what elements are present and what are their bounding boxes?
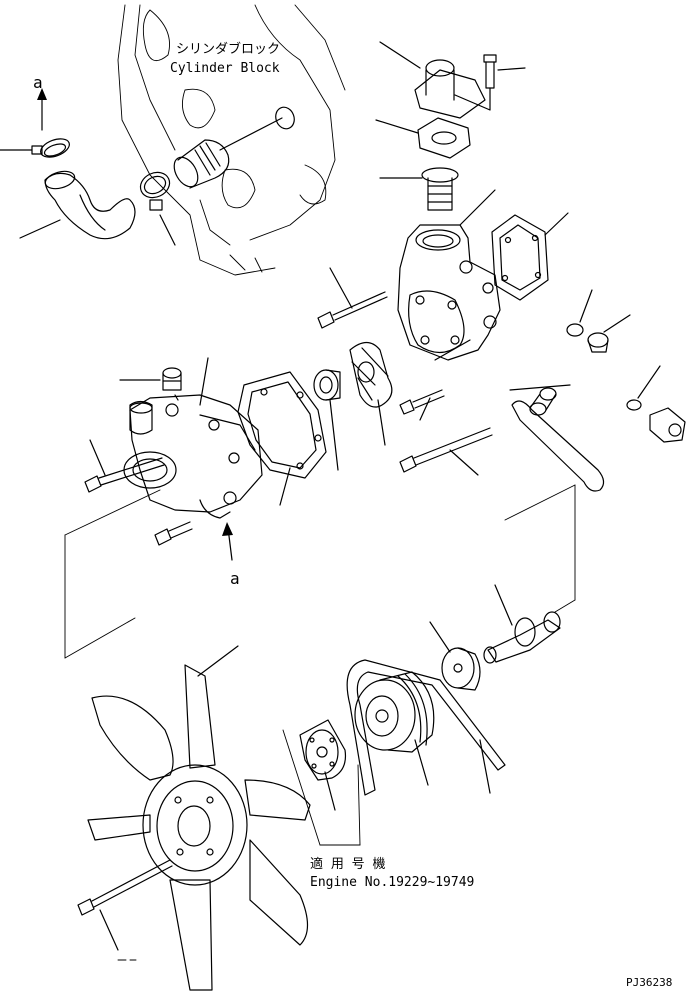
pump-gasket bbox=[237, 371, 327, 506]
o-ring-right bbox=[566, 289, 593, 337]
view-a-arrow-top bbox=[37, 88, 47, 131]
thermostat bbox=[379, 167, 459, 211]
hose-clamp-top bbox=[0, 138, 70, 158]
impeller bbox=[349, 341, 393, 446]
pump-bolt-lower bbox=[154, 521, 193, 546]
view-a-label-top: a bbox=[33, 73, 43, 92]
adjust-bracket bbox=[509, 384, 605, 492]
drawing-number: PJ36238 bbox=[626, 976, 672, 989]
cylinder-block-label-en: Cylinder Block bbox=[170, 61, 280, 76]
housing-bolt-top bbox=[317, 267, 388, 329]
bracket-spacer bbox=[529, 387, 557, 416]
fan-hub bbox=[429, 621, 481, 691]
thermostat-gasket bbox=[375, 117, 471, 159]
thermostat-cover bbox=[379, 41, 486, 119]
pump-seal bbox=[313, 369, 341, 471]
water-pipe bbox=[173, 117, 283, 189]
bracket-bolt bbox=[399, 389, 445, 421]
engine-note-bracket bbox=[282, 729, 361, 846]
group-bracket-right bbox=[504, 484, 576, 613]
view-a-arrow-bottom bbox=[222, 522, 233, 561]
pipe-o-ring bbox=[275, 106, 295, 130]
plug bbox=[587, 314, 631, 353]
view-a-label-bottom: a bbox=[230, 569, 240, 588]
pulley bbox=[354, 671, 435, 786]
fan-bolt bbox=[77, 859, 173, 951]
v-belt bbox=[346, 659, 506, 796]
long-bolt-lower bbox=[399, 427, 493, 476]
temperature-sensor bbox=[626, 365, 686, 443]
engine-number-range: Engine No.19229~19749 bbox=[310, 875, 474, 890]
group-bracket-left bbox=[64, 489, 161, 659]
thermostat-cover-bolt bbox=[454, 54, 526, 111]
pump-bolt-left bbox=[84, 439, 165, 493]
radiator-hose bbox=[19, 170, 136, 240]
pump-shaft bbox=[483, 584, 561, 664]
pump-plug bbox=[119, 367, 182, 391]
cooling-fan bbox=[87, 645, 311, 991]
cylinder-block-outline bbox=[117, 4, 346, 276]
housing-gasket bbox=[491, 212, 569, 301]
hose-clamp-block bbox=[139, 171, 176, 246]
water-pump-body bbox=[123, 357, 263, 519]
cylinder-block-label-jp: シリンダブロック bbox=[176, 41, 280, 57]
fan-spacer bbox=[299, 719, 347, 811]
thermostat-housing bbox=[397, 189, 501, 361]
applicable-engine-label: 適 用 号 機 bbox=[310, 856, 385, 872]
